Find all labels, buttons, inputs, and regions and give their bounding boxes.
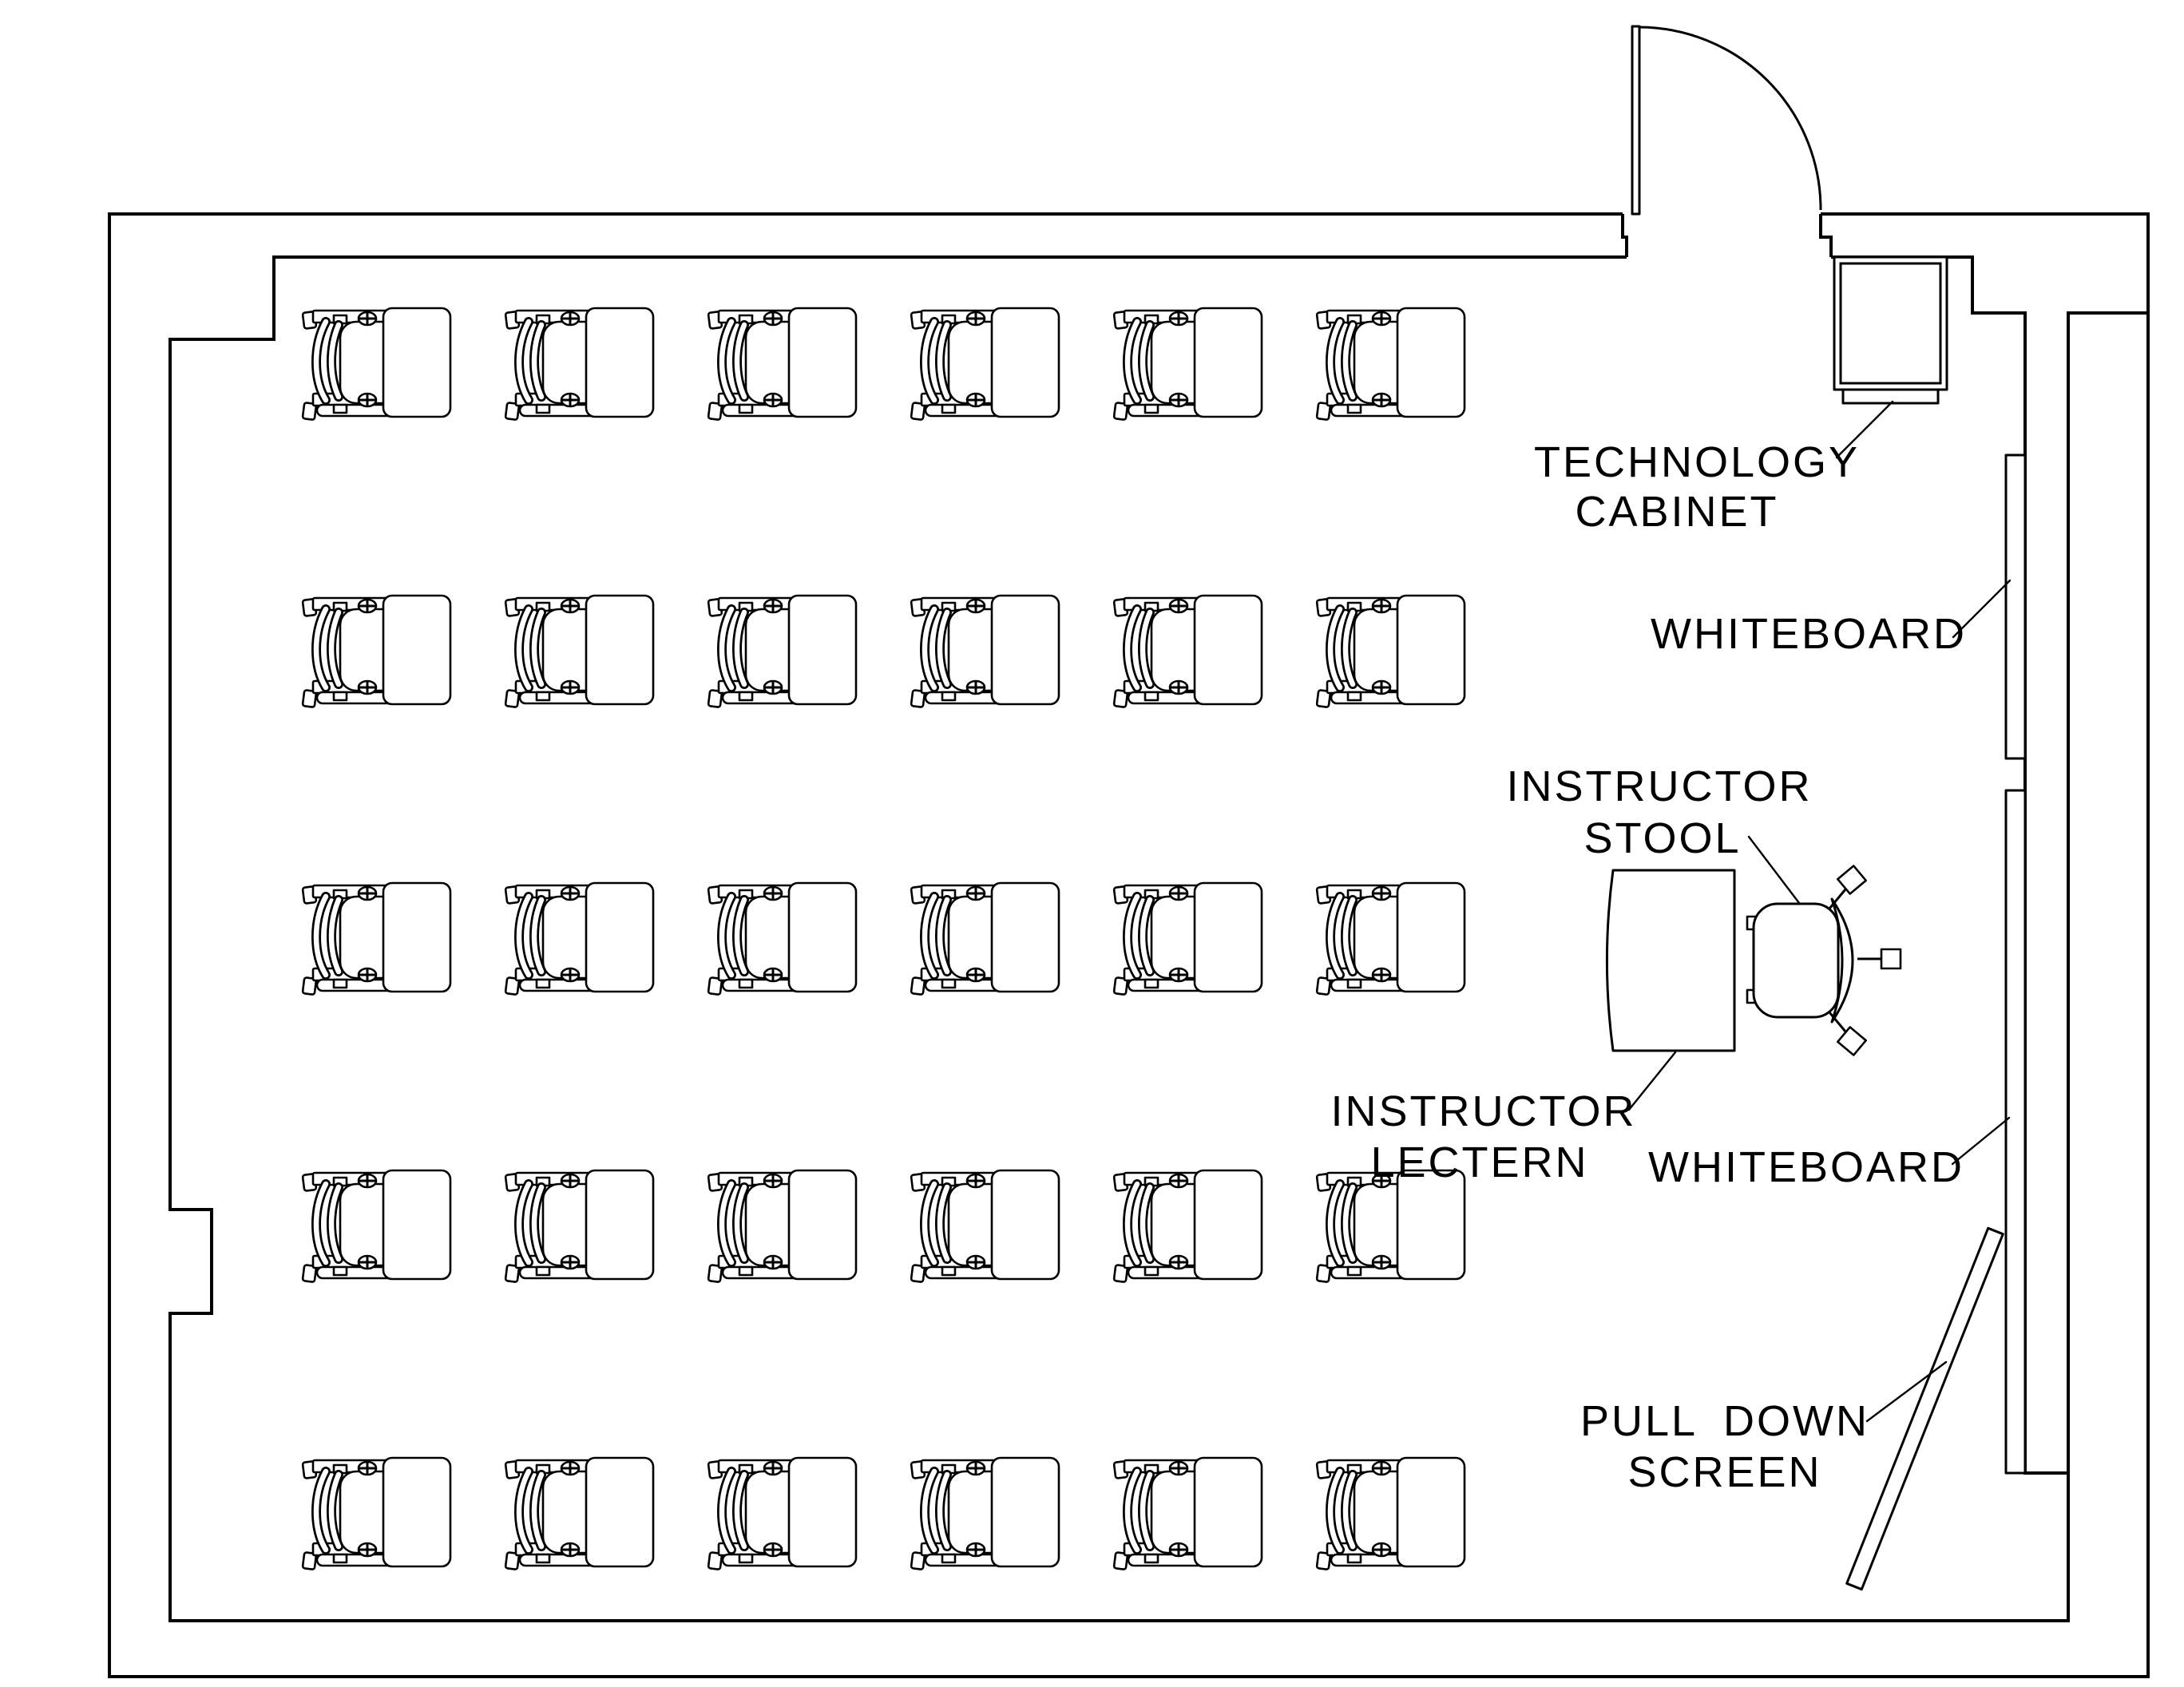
chair-desk-unit [911,308,1059,420]
instructor-stool [1746,865,1902,1056]
chair-desk-unit [303,883,450,995]
chair-desk-unit [505,1170,653,1282]
chair-desk-unit [708,596,856,707]
chair-desk-unit [303,1458,450,1570]
walls [108,212,2150,1678]
chair-desk-unit [1114,1458,1262,1570]
pull-down-screen-label-leader [1865,1360,1948,1423]
technology-cabinet [1833,255,1948,405]
chair-desk-unit [303,308,450,420]
chair-desk-unit [505,596,653,707]
technology-cabinet-label: CABINET [1575,488,1778,536]
chair-desk-unit [1114,883,1262,995]
chair-desk-unit [505,883,653,995]
door-leaf [1631,25,1641,216]
chair-desk-unit [911,883,1059,995]
chair-desk-unit [1317,596,1465,707]
stool-foot-icon [1880,948,1902,970]
chair-desk-unit [708,1170,856,1282]
chair-desk-unit [911,1458,1059,1570]
cabinet-inner [1839,262,1942,385]
chair-desk-unit [1114,596,1262,707]
instructor-stool-label: STOOL [1583,814,1741,862]
pull-down-screen-label: PULL DOWN [1580,1397,1869,1445]
chair-desk-unit [708,308,856,420]
whiteboard-lower [2004,789,2027,1475]
instructor-lectern-label: INSTRUCTOR [1330,1087,1636,1135]
cabinet-body [1833,255,1948,391]
student-seating [303,308,1465,1570]
stool-foot-icon [1837,1026,1867,1056]
entry-door [1631,25,1822,216]
pull-down-screen [1845,1226,2004,1591]
stool-foot-icon [1837,865,1867,895]
technology-cabinet-label: TECHNOLOGY [1534,438,1860,486]
outer-wall [108,212,2150,1678]
chair-desk-unit [1114,308,1262,420]
instructor-stool-label: INSTRUCTOR [1506,762,1812,810]
whiteboard-lower-label-leader [1951,1116,2011,1166]
door-swing-arc [1639,26,1822,211]
technology-cabinet-label-leader [1835,400,1894,459]
pull-down-screen-label: SCREEN [1627,1448,1821,1496]
chair-desk-unit [708,883,856,995]
chair-desk-unit [708,1458,856,1570]
stool-seat [1752,902,1840,1019]
chair-desk-unit [1317,308,1465,420]
whiteboard-upper-label: WHITEBOARD [1651,610,1967,658]
inner-wall [168,255,2148,1622]
chair-desk-unit [1114,1170,1262,1282]
instructor-lectern-label: LECTERN [1370,1139,1588,1186]
chair-desk-unit [303,596,450,707]
chair-desk-unit [505,308,653,420]
annotations: TECHNOLOGYCABINETWHITEBOARDINSTRUCTORSTO… [1330,400,2012,1496]
chair-desk-unit [1317,883,1465,995]
cabinet-base [1841,388,1940,405]
chair-desk-unit [303,1170,450,1282]
chair-desk-unit [911,1170,1059,1282]
whiteboard-upper [2004,453,2027,760]
instructor-stool-label-leader [1747,835,1801,905]
instructor-lectern-label-leader [1627,1051,1677,1111]
chair-desk-unit [505,1458,653,1570]
door-jambs [1621,214,1833,257]
whiteboard-lower-label: WHITEBOARD [1648,1143,1964,1191]
whiteboard-upper-label-leader [1952,579,2012,639]
chair-desk-unit [1317,1170,1465,1282]
chair-desk-unit [1317,1458,1465,1570]
instructor-lectern [1606,869,1736,1052]
chair-desk-unit [911,596,1059,707]
stool-backrest [1830,897,1854,1024]
